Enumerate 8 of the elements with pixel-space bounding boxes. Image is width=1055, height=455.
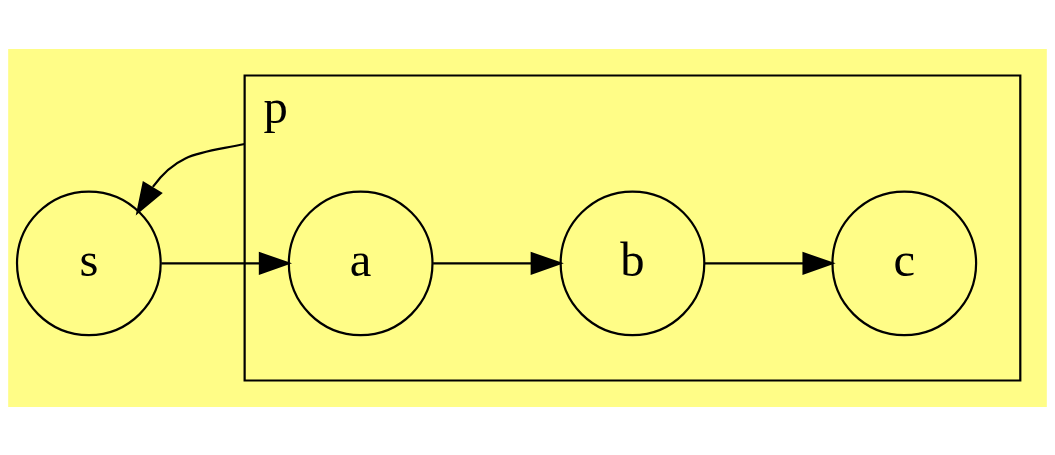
node-circle: a — [287, 189, 434, 336]
node-circle: c — [831, 189, 978, 336]
arrow — [135, 142, 245, 215]
arrow — [704, 251, 836, 275]
node-circle: s — [15, 189, 162, 336]
node-circle: b — [559, 189, 706, 336]
arrow — [433, 251, 564, 275]
arrow — [161, 251, 292, 275]
